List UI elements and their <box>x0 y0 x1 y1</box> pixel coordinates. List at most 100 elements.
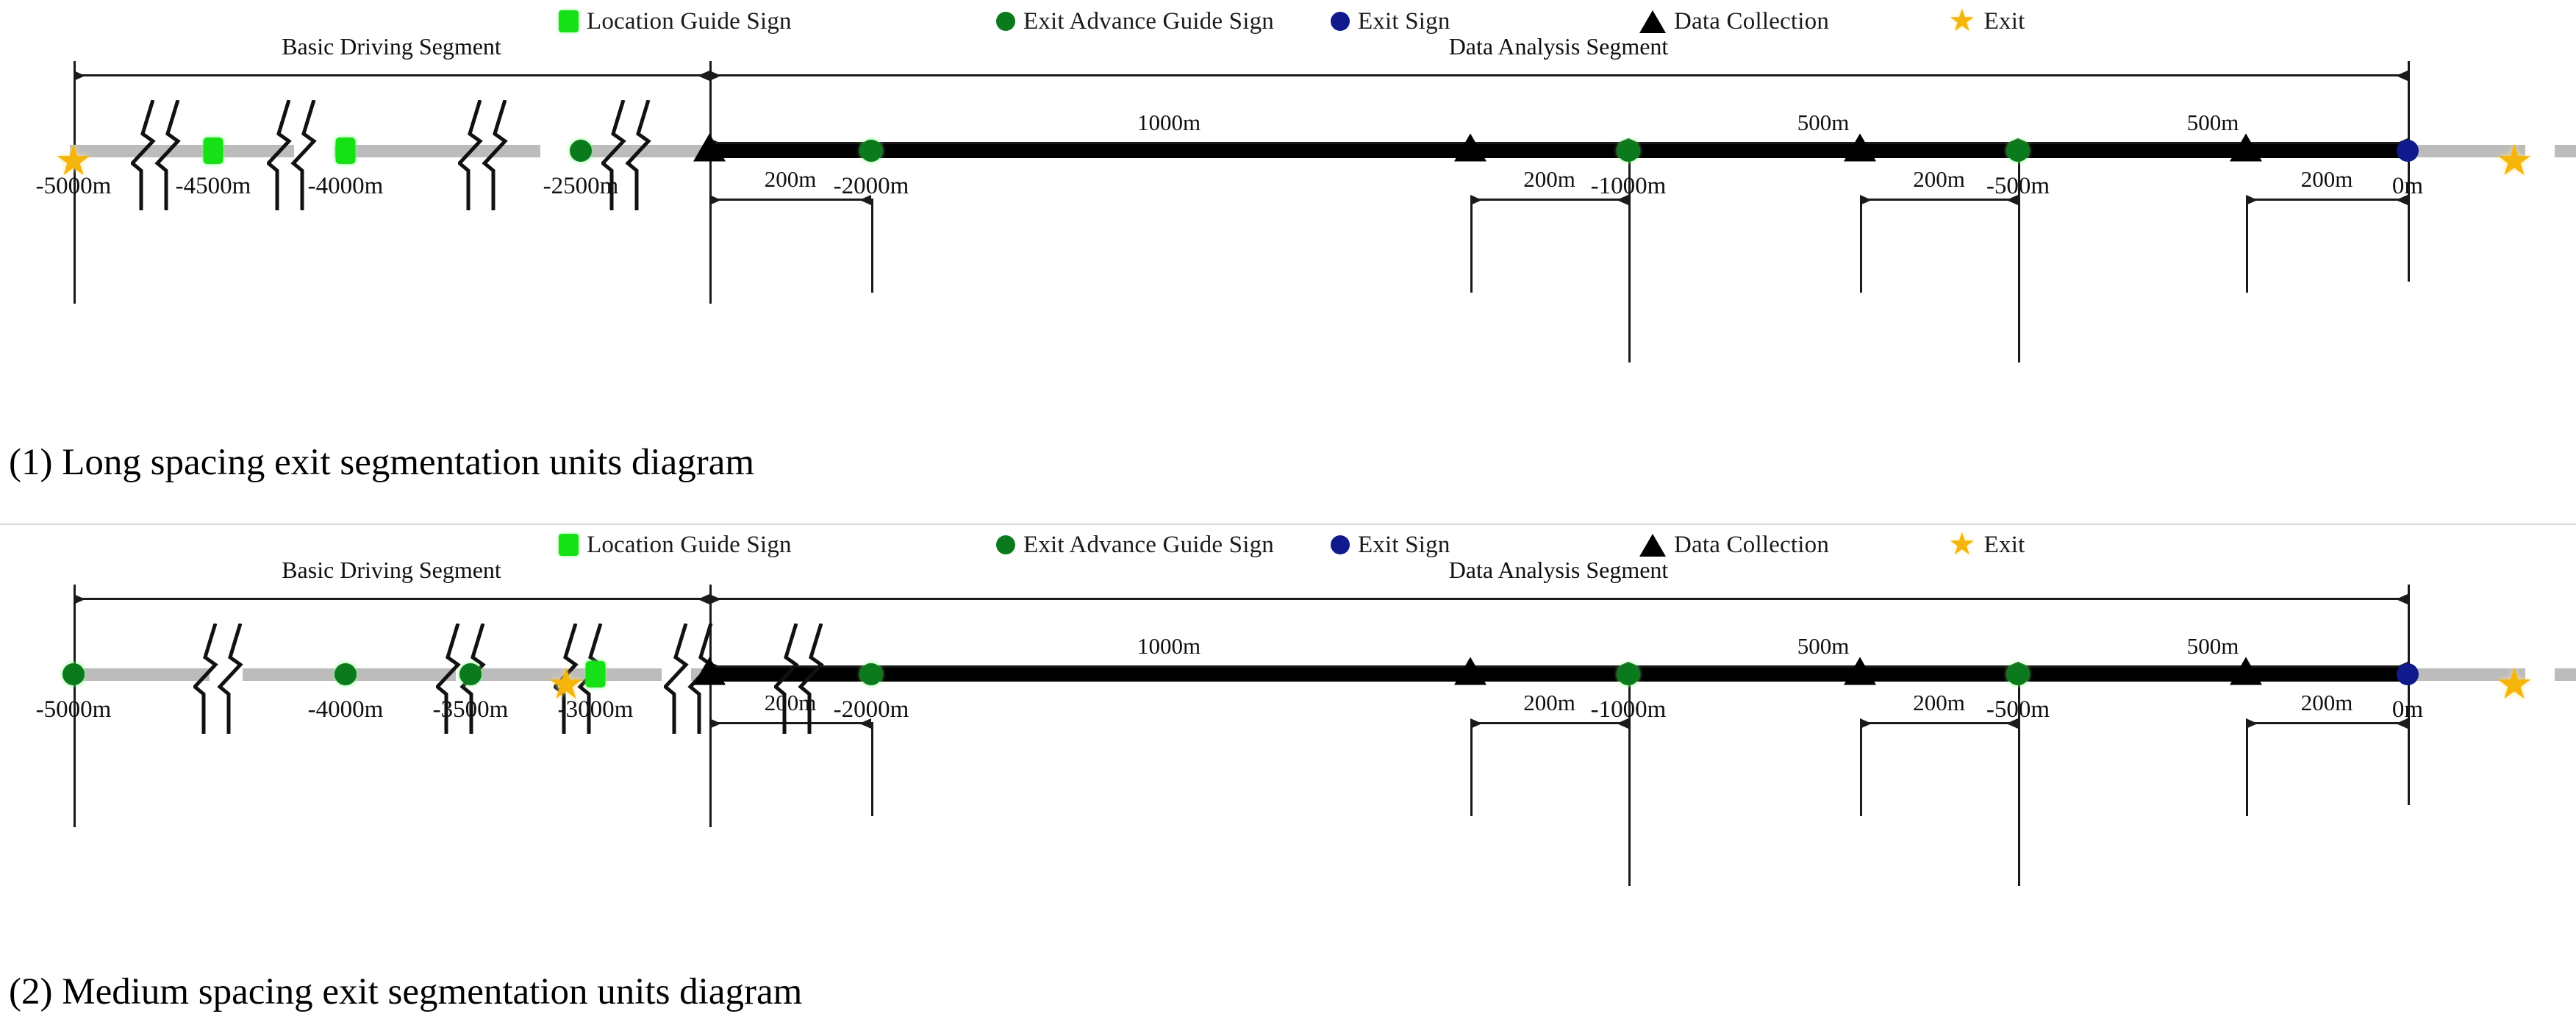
data-collection-marker <box>1844 657 1876 685</box>
legend-row-2: Location Guide Sign Exit Advance Guide Si… <box>0 524 2576 566</box>
dim-dropper-0 <box>709 585 712 827</box>
dimension-label-200m-d: 200m <box>2300 166 2353 192</box>
exit-sign-circle-icon <box>1331 535 1350 554</box>
legend-item-exit-advance-guide-sign: Exit Advance Guide Sign <box>996 0 1274 43</box>
tick-label--3500m: -3500m <box>432 696 509 723</box>
legend-item-exit: ★Exit <box>1948 0 2025 43</box>
exit-advance-guide-sign-circle-icon <box>996 12 1015 31</box>
dimension-arrow-left-200m-d <box>2246 718 2258 729</box>
diagram-medium-spacing: Basic Driving Segment Data Analysis Segme… <box>0 524 2576 994</box>
road-gray-tail-1 <box>2408 668 2525 681</box>
road-black-data-analysis <box>709 144 2408 158</box>
legend-item-location-guide-sign: Location Guide Sign <box>559 524 792 566</box>
basic-segment-arrow-left <box>74 594 85 604</box>
data-analysis-arrow-left <box>709 594 721 604</box>
tick-label--3000m: -3000m <box>557 696 634 723</box>
dropper-200-3 <box>2246 199 2248 293</box>
dimension-line-500m-b <box>2018 665 2408 668</box>
dim-dropper-2 <box>2018 665 2020 886</box>
tick-label--1000m: -1000m <box>1590 696 1667 723</box>
dimension-line-200m-d <box>2246 199 2408 201</box>
tick-label--4000m: -4000m <box>307 173 384 199</box>
dimension-label-500m-b: 500m <box>2186 110 2239 135</box>
dimension-arrow-left-200m-c <box>1860 718 1872 729</box>
dimension-label-1000m-a: 1000m <box>1137 110 1201 135</box>
data-analysis-segment-label: Data Analysis Segment <box>1448 557 1669 583</box>
caption-2: (2) Medium spacing exit segmentation uni… <box>9 971 803 1012</box>
legend-item-exit-sign: Exit Sign <box>1331 524 1450 566</box>
dimension-line-200m-c <box>1860 199 2018 201</box>
data-collection-triangle-icon <box>1639 533 1666 557</box>
legend-item-data-collection: Data Collection <box>1639 524 1829 566</box>
road-gray-segment-1 <box>334 145 540 157</box>
dimension-label-500m-a: 500m <box>1797 633 1850 659</box>
basic-segment-arrow-left <box>74 71 85 81</box>
caption-1: (1) Long spacing exit segmentation units… <box>9 442 755 483</box>
tick-label-0m: 0m <box>2391 696 2424 723</box>
road-black-data-analysis <box>709 668 2408 682</box>
basic-driving-segment-label: Basic Driving Segment <box>282 33 501 60</box>
exit-advance-guide-sign-marker <box>2007 663 2029 685</box>
tick-label--4000m: -4000m <box>307 696 384 723</box>
legend-item-label: Location Guide Sign <box>587 531 792 558</box>
bracket-tick-left <box>74 585 76 827</box>
location-guide-sign-marker <box>335 137 356 164</box>
dimension-line-1000m-a <box>709 665 1628 668</box>
dimension-label-200m-b: 200m <box>1523 166 1575 192</box>
legend-item-label: Exit <box>1983 7 2025 35</box>
data-collection-marker <box>693 657 726 685</box>
exit-advance-guide-sign-marker <box>1617 140 1639 162</box>
legend-item-label: Exit Sign <box>1358 531 1450 558</box>
dimension-line-200m-b <box>1470 199 1628 201</box>
legend-item-label: Exit <box>1983 531 2025 558</box>
dimension-label-200m-a: 200m <box>764 166 817 192</box>
exit-advance-guide-sign-marker <box>860 663 882 685</box>
road-gray-segment-2 <box>478 668 662 681</box>
dimension-arrow-right-200m-a <box>859 195 871 205</box>
dropper-200-src-0 <box>1470 722 1473 816</box>
dropper-200-2 <box>1860 199 1862 293</box>
exit-advance-guide-sign-marker <box>459 663 482 685</box>
tick-label--1000m: -1000m <box>1590 173 1667 199</box>
data-analysis-arrow-left <box>709 71 721 81</box>
road-break-icon <box>131 100 181 210</box>
road-break-icon <box>193 624 243 734</box>
tick-label--2500m: -2500m <box>543 173 619 199</box>
dimension-label-200m-b: 200m <box>1523 690 1575 715</box>
dropper-200-src-0 <box>1470 199 1473 293</box>
dimension-line-500m-b <box>2018 142 2408 144</box>
exit-sign-marker <box>2397 663 2419 685</box>
dimension-label-200m-c: 200m <box>1913 690 1965 715</box>
legend-item-label: Exit Sign <box>1358 7 1450 35</box>
basic-segment-arrow-right <box>698 594 709 604</box>
exit-advance-guide-sign-marker <box>570 140 592 162</box>
exit-sign-marker <box>2397 140 2419 162</box>
basic-segment-line <box>74 74 709 76</box>
dimension-arrow-right-200m-a <box>859 718 871 729</box>
dimension-arrow-left-200m-a <box>709 195 721 205</box>
road-gray-tail-1 <box>2408 145 2525 157</box>
dim-dropper-1 <box>1628 665 1631 886</box>
dim-dropper-2 <box>2018 142 2020 362</box>
dimension-arrow-right-200m-b <box>1617 195 1628 205</box>
dimension-arrow-left-200m-b <box>1470 195 1482 205</box>
basic-driving-segment-label: Basic Driving Segment <box>282 557 501 583</box>
road-gray-tail-2 <box>2555 668 2576 681</box>
road-break-icon <box>774 624 824 734</box>
data-analysis-segment-label: Data Analysis Segment <box>1448 33 1669 60</box>
data-analysis-arrow-right <box>2396 594 2408 604</box>
dimension-arrow-left-200m-d <box>2246 195 2258 205</box>
diagram-long-spacing: Basic Driving Segment Data Analysis Segme… <box>0 0 2576 471</box>
dim-dropper-3 <box>2408 61 2410 282</box>
dimension-arrow-left-200m-c <box>1860 195 1872 205</box>
location-guide-sign-marker <box>203 137 223 164</box>
dimension-line-200m-b <box>1470 722 1628 724</box>
dim-dropper-1 <box>1628 142 1631 362</box>
dimension-arrow-right-200m-d <box>2396 195 2408 205</box>
legend-item-label: Exit Advance Guide Sign <box>1023 531 1274 558</box>
data-analysis-arrow-right <box>2396 71 2408 81</box>
dimension-arrow-left-200m-b <box>1470 718 1482 729</box>
road-break-icon <box>458 100 508 210</box>
